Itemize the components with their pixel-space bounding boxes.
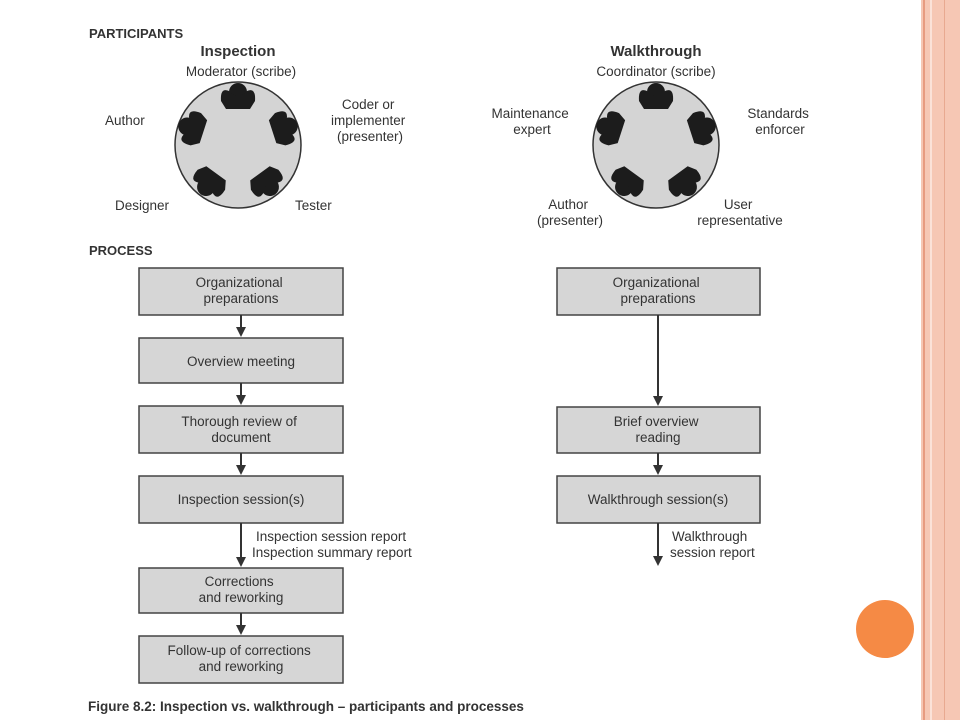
figure-caption: Figure 8.2: Inspection vs. walkthrough –…: [88, 699, 524, 714]
step-box: [556, 267, 761, 316]
participants-heading: PARTICIPANTS: [89, 26, 183, 41]
role-standards-enforcer: Standards enforcer: [747, 106, 812, 137]
role-tester: Tester: [295, 198, 332, 213]
inspection-process: Organizational preparations Overview mee…: [138, 267, 412, 684]
arrow-head: [653, 556, 663, 566]
arrow-head: [653, 396, 663, 406]
role-designer: Designer: [115, 198, 170, 213]
role-moderator: Moderator (scribe): [186, 64, 296, 79]
step-box: [556, 406, 761, 454]
arrow-head: [653, 465, 663, 475]
role-coordinator: Coordinator (scribe): [596, 64, 715, 79]
inspection-title: Inspection: [200, 43, 275, 60]
role-user-representative: User representative: [697, 197, 783, 228]
step-label: Organizational preparations: [613, 275, 704, 306]
walkthrough-title: Walkthrough: [610, 43, 701, 60]
step-label: Walkthrough session(s): [588, 492, 729, 507]
step-label: Corrections and reworking: [199, 574, 284, 605]
step-box: [138, 567, 344, 614]
role-author-presenter: Author (presenter): [537, 197, 603, 228]
step-label: Organizational preparations: [196, 275, 287, 306]
walkthrough-table-group: [591, 81, 721, 209]
step-label: Inspection session(s): [178, 492, 305, 507]
orange-circle-decoration: [856, 600, 914, 658]
step-box: [138, 337, 344, 384]
arrow-head: [236, 557, 246, 567]
role-maintenance-expert: Maintenance expert: [491, 106, 572, 137]
walkthrough-process: Organizational preparations Brief overvi…: [556, 267, 761, 566]
step-box: [556, 475, 761, 524]
arrow-head: [236, 465, 246, 475]
role-coder: Coder or implementer (presenter): [331, 97, 409, 144]
step-label: Thorough review of document: [181, 414, 300, 445]
inspection-report-label: Inspection session report Inspection sum…: [252, 529, 412, 560]
step-label: Overview meeting: [187, 354, 295, 369]
right-decorative-band: [918, 0, 960, 720]
arrow-head: [236, 327, 246, 337]
step-box: [138, 475, 344, 524]
step-box: [138, 635, 344, 684]
inspection-table-group: [173, 81, 303, 209]
inspection-walkthrough-diagram: PARTICIPANTS PROCESS Inspection Moderato…: [88, 26, 812, 714]
process-heading: PROCESS: [89, 243, 153, 258]
role-author: Author: [105, 113, 145, 128]
step-label: Brief overview reading: [614, 414, 703, 445]
step-box: [138, 405, 344, 454]
step-label: Follow-up of corrections and reworking: [167, 643, 314, 674]
arrow-head: [236, 625, 246, 635]
walkthrough-report-label: Walkthrough session report: [670, 529, 755, 560]
arrow-head: [236, 395, 246, 405]
